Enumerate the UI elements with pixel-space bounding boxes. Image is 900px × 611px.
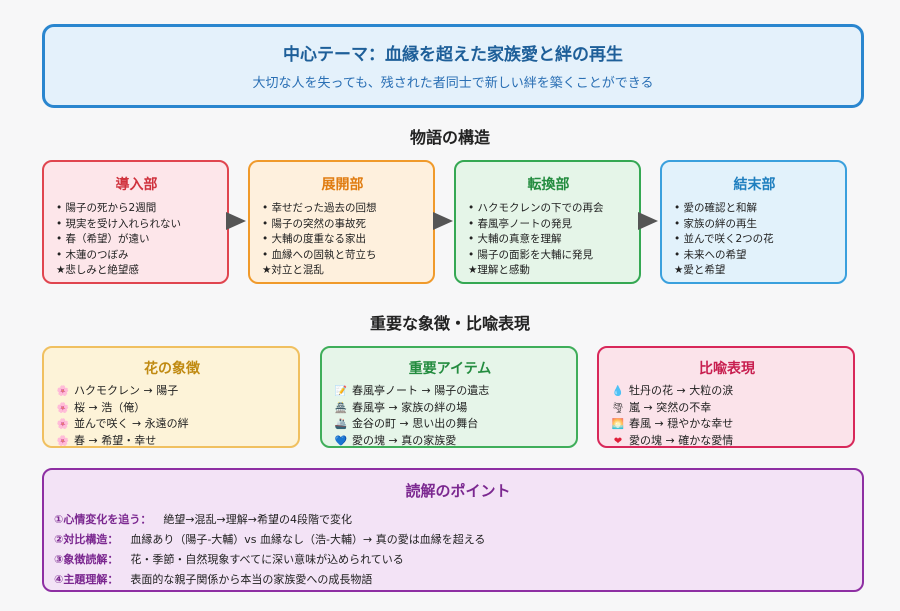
stage-item: • 陽子の突然の事故死 [262, 217, 367, 230]
stage-develop: 展開部 • 幸せだった過去の回想 • 陽子の突然の事故死 • 大輔の度重なる家出… [248, 160, 435, 284]
panel-title: 比喩表現 [699, 361, 755, 377]
red-heart-icon: ❤ [613, 435, 623, 447]
symbol-item: 🚢金谷の町 → 思い出の舞台 [334, 416, 566, 433]
symbols-heading: 重要な象徴・比喩表現 [369, 314, 530, 333]
theme-subtitle: 大切な人を失っても、残された者同士で新しい絆を築くことができる [252, 76, 654, 91]
stage-intro: 導入部 • 陽子の死から2週間 • 現実を受け入れられない • 春（希望）が遠い… [42, 160, 229, 284]
stage-summary: ★愛と希望 [674, 264, 726, 276]
structure-heading: 物語の構造 [409, 128, 490, 147]
panel-flower-symbols: 花の象徴 🌸ハクモクレン → 陽子 🌸桜 → 浩（俺） 🌸並んで咲く → 永遠の… [42, 346, 300, 448]
panel-title: 花の象徴 [144, 361, 200, 377]
stage-item: • 愛の確認と和解 [674, 202, 758, 214]
stage-item: • 陽子の死から2週間 [56, 202, 157, 214]
stage-turn: 転換部 • ハクモクレンの下での再会 • 春風亭ノートの発見 • 大輔の真意を理… [454, 160, 641, 284]
arrow-right-icon [226, 212, 246, 230]
stage-item: • 春風亭ノートの発見 [468, 217, 573, 230]
stage-end: 結末部 • 愛の確認と和解 • 家族の絆の再生 • 並んで咲く2つの花 • 未来… [660, 160, 847, 284]
stage-title: 導入部 [115, 177, 158, 193]
tornado-icon: 🌪 [611, 402, 625, 414]
cherry-blossom-icon: 🌸 [56, 419, 70, 430]
symbol-item: 🌸春 → 希望・幸せ [56, 433, 288, 450]
stage-summary: ★悲しみと絶望感 [56, 264, 139, 276]
symbol-item: 🌸ハクモクレン → 陽子 [56, 383, 288, 400]
central-theme-box: 中心テーマ：血縁を超えた家族愛と絆の再生 大切な人を失っても、残された者同士で新… [42, 24, 864, 108]
reading-point: ③象徴読解：花・季節・自然現象すべてに深い意味が込められている [54, 553, 404, 566]
reading-points-box: 読解のポイント ①心情変化を追う：絶望→混乱→理解→希望の4段階で変化 ②対比構… [42, 468, 864, 592]
symbol-item: ❤愛の塊 → 確かな愛情 [611, 433, 843, 450]
panel-title: 重要アイテム [408, 361, 492, 377]
cherry-blossom-icon: 🌸 [56, 435, 70, 447]
reading-point: ④主題理解：表面的な親子関係から本当の家族愛への成長物語 [54, 573, 373, 586]
blue-heart-icon: 💙 [334, 435, 348, 447]
cherry-blossom-icon: 🌸 [56, 386, 70, 397]
building-icon: 🏯 [334, 402, 348, 414]
arrow-right-icon [638, 212, 658, 230]
stage-item: • 並んで咲く2つの花 [674, 233, 774, 245]
reading-point: ②対比構造：血縁あり（陽子-大輔）vs 血縁なし（浩-大輔）→ 真の愛は血縁を超… [54, 533, 486, 546]
symbol-item: 📝春風亭ノート → 陽子の遺志 [334, 383, 566, 400]
stage-item: • 大輔の真意を理解 [468, 233, 562, 245]
symbol-item: 🌸桜 → 浩（俺） [56, 400, 288, 417]
cherry-blossom-icon: 🌸 [56, 402, 70, 414]
panel-metaphors: 比喩表現 💧牡丹の花 → 大粒の涙 🌪嵐 → 突然の不幸 🌅春風 → 穏やかな幸… [597, 346, 855, 448]
symbol-item: 💧牡丹の花 → 大粒の涙 [611, 383, 843, 400]
theme-title: 中心テーマ：血縁を超えた家族愛と絆の再生 [283, 45, 623, 65]
droplet-icon: 💧 [611, 386, 625, 397]
stage-summary: ★対立と混乱 [262, 264, 324, 276]
stage-item: • 幸せだった過去の回想 [262, 202, 377, 214]
stage-title: 展開部 [321, 177, 364, 193]
arrow-right-icon [433, 212, 453, 230]
ship-icon: 🚢 [334, 419, 348, 430]
stage-summary: ★理解と感動 [468, 264, 530, 276]
stage-title: 転換部 [527, 177, 570, 193]
stage-title: 結末部 [733, 177, 776, 193]
symbol-item: 🌸並んで咲く → 永遠の絆 [56, 416, 288, 433]
panel-key-items: 重要アイテム 📝春風亭ノート → 陽子の遺志 🏯春風亭 → 家族の絆の場 🚢金谷… [320, 346, 578, 448]
symbol-item: 🌪嵐 → 突然の不幸 [611, 400, 843, 417]
symbol-item: 🌅春風 → 穏やかな幸せ [611, 416, 843, 433]
symbol-item: 🏯春風亭 → 家族の絆の場 [334, 400, 566, 417]
stage-item: • 大輔の度重なる家出 [262, 233, 367, 245]
stage-item: • 木蓮のつぼみ [56, 248, 129, 261]
symbol-item: 💙愛の塊 → 真の家族愛 [334, 433, 566, 450]
reading-points-title: 読解のポイント [405, 482, 511, 500]
memo-icon: 📝 [334, 386, 348, 397]
stage-item: • 家族の絆の再生 [674, 217, 758, 230]
stage-item: • 陽子の面影を大輔に発見 [468, 248, 594, 261]
stage-item: • ハクモクレンの下での再会 [468, 202, 604, 214]
reading-point: ①心情変化を追う：絶望→混乱→理解→希望の4段階で変化 [54, 513, 352, 526]
stage-item: • 未来への希望 [674, 248, 747, 261]
stage-item: • 現実を受け入れられない [56, 217, 182, 230]
sunrise-icon: 🌅 [611, 419, 625, 430]
stage-item: • 春（希望）が遠い [56, 233, 150, 245]
stage-item: • 血縁への固執と苛立ち [262, 248, 377, 261]
